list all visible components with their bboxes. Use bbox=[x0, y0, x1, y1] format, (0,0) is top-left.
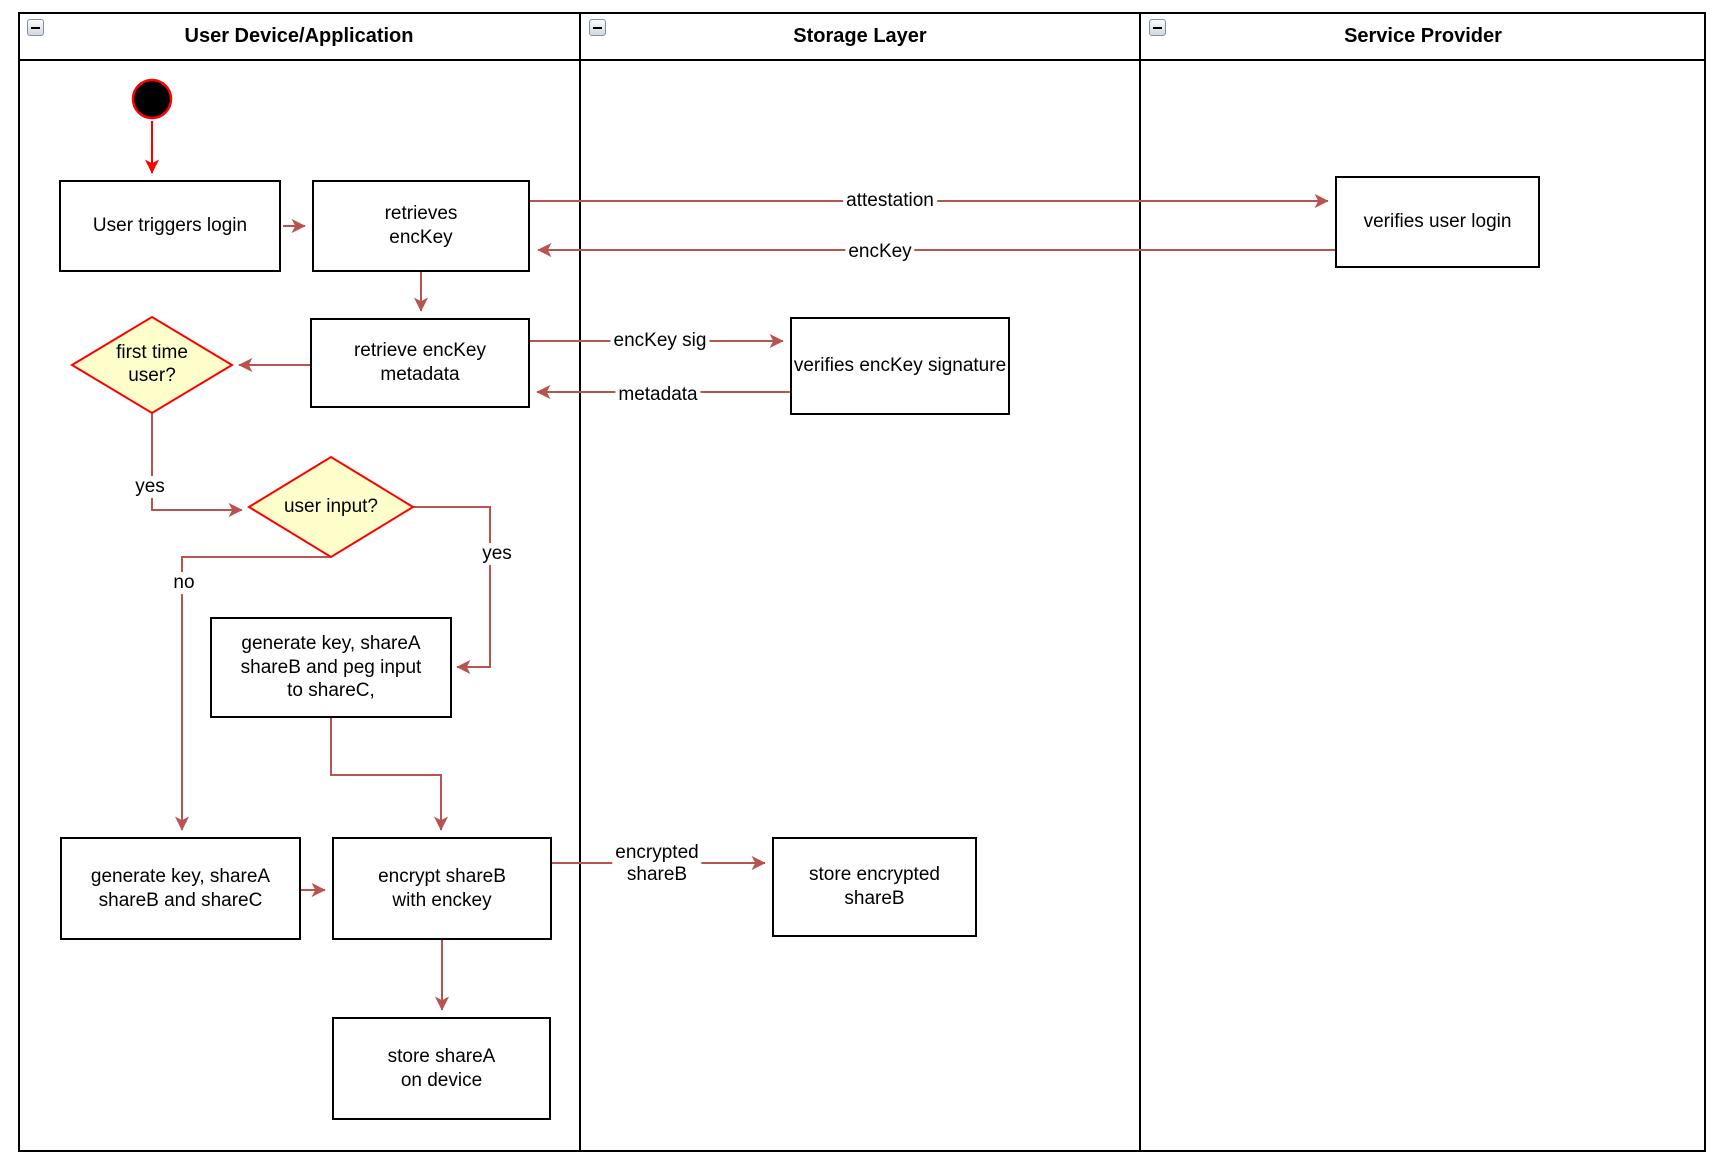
edge-label-attestation: attestation bbox=[843, 190, 937, 212]
node-store-encrypted-shareb[interactable]: store encrypted shareB bbox=[772, 837, 977, 937]
edge-label-no-user-input: no bbox=[170, 572, 198, 594]
minus-icon bbox=[1153, 26, 1162, 29]
edge-label-yes-user-input: yes bbox=[479, 543, 515, 565]
lane-header-service-provider[interactable]: Service Provider bbox=[1142, 14, 1704, 58]
edge-peg-to-encrypt[interactable] bbox=[330, 718, 449, 831]
lane-header-user-device[interactable]: User Device/Application bbox=[20, 14, 578, 58]
node-verifies-user-login[interactable]: verifies user login bbox=[1335, 176, 1540, 268]
edge-label-yes-first-time: yes bbox=[132, 476, 168, 498]
edge-label-enckey-sig: encKey sig bbox=[610, 330, 710, 352]
pool-border bbox=[18, 12, 1706, 1152]
lane-title: Storage Layer bbox=[793, 24, 927, 47]
edge-label-metadata: metadata bbox=[615, 384, 701, 406]
edge-userinput-no[interactable] bbox=[174, 556, 331, 831]
node-label: store encrypted shareB bbox=[809, 864, 940, 909]
lane-header-storage-layer[interactable]: Storage Layer bbox=[582, 14, 1138, 58]
decision-label-user-input: user input? bbox=[283, 495, 378, 517]
lane-title: User Device/Application bbox=[184, 24, 414, 47]
edge-userinput-yes[interactable] bbox=[413, 506, 491, 675]
node-encrypt-shareb[interactable]: encrypt shareB with enckey bbox=[332, 837, 552, 940]
node-label: generate key, shareA shareB and peg inpu… bbox=[240, 632, 422, 702]
edge-firsttime-yes[interactable] bbox=[151, 413, 243, 518]
node-label: retrieves encKey bbox=[384, 203, 458, 248]
node-user-triggers-login[interactable]: User triggers login bbox=[59, 180, 281, 272]
minus-icon bbox=[31, 26, 40, 29]
node-label: retrieve encKey metadata bbox=[353, 340, 486, 385]
collapse-lane-button[interactable] bbox=[589, 19, 606, 36]
start-node[interactable] bbox=[131, 78, 173, 120]
node-label: verifies encKey signature bbox=[793, 355, 1007, 377]
node-store-sharea[interactable]: store shareA on device bbox=[332, 1017, 551, 1120]
node-label: generate key, shareA shareB and shareC bbox=[90, 865, 271, 911]
collapse-lane-button[interactable] bbox=[27, 19, 44, 36]
node-generate-key-abc[interactable]: generate key, shareA shareB and shareC bbox=[60, 837, 301, 940]
node-retrieves-enckey[interactable]: retrieves encKey bbox=[312, 180, 530, 272]
node-generate-key-peg-input[interactable]: generate key, shareA shareB and peg inpu… bbox=[210, 617, 452, 718]
edge-label-enckey: encKey bbox=[845, 241, 915, 263]
node-verifies-enckey-signature[interactable]: verifies encKey signature bbox=[790, 317, 1010, 415]
node-label: encrypt shareB with enckey bbox=[378, 865, 506, 911]
decision-first-time-user[interactable] bbox=[70, 315, 234, 415]
minus-icon bbox=[593, 26, 602, 29]
node-label: store shareA on device bbox=[387, 1045, 496, 1091]
lane-title: Service Provider bbox=[1344, 24, 1502, 47]
node-label: verifies user login bbox=[1363, 211, 1512, 233]
node-label: User triggers login bbox=[92, 215, 248, 237]
decision-label-first-time-user: first time user? bbox=[116, 342, 188, 386]
edge-label-encrypted-shareb: encrypted shareB bbox=[612, 842, 702, 886]
collapse-lane-button[interactable] bbox=[1149, 19, 1166, 36]
decision-user-input[interactable] bbox=[247, 455, 415, 559]
node-retrieve-enckey-metadata[interactable]: retrieve encKey metadata bbox=[310, 318, 530, 408]
